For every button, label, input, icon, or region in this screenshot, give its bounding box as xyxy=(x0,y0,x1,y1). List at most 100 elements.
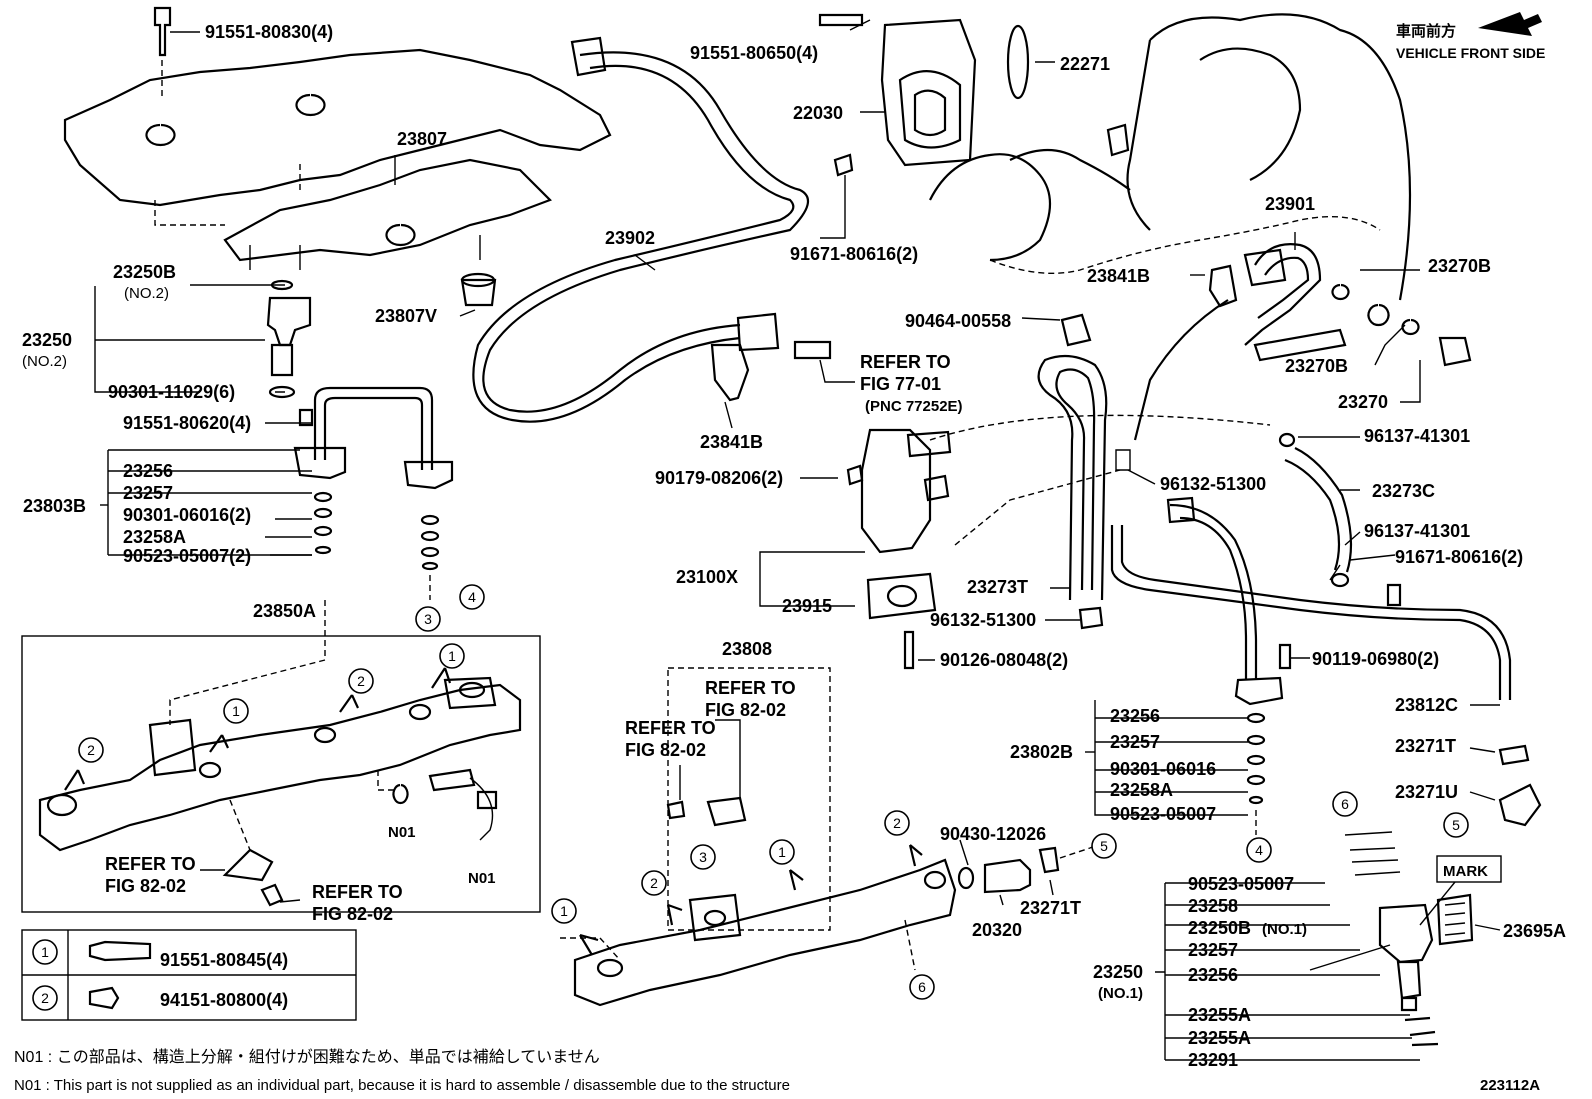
svg-text:3: 3 xyxy=(699,849,707,865)
callout-circles: 3 4 2 1 2 1 1 2 3 1 2 6 5 4 6 5 xyxy=(78,584,1469,1000)
svg-text:2: 2 xyxy=(893,815,901,831)
hose-23273C xyxy=(1278,432,1353,588)
label-n01-b: N01 xyxy=(468,870,496,887)
label-23841B-b: 23841B xyxy=(1087,266,1150,286)
svg-text:2: 2 xyxy=(87,742,95,758)
label-96137-41301-b: 96137-41301 xyxy=(1364,521,1470,541)
label-23257-c: 23257 xyxy=(1188,940,1238,960)
label-23850A: 23850A xyxy=(253,601,316,621)
footnotes: N01 : この部品は、構造上分解・組付けが困難なため、単品では補給していません… xyxy=(14,1048,1540,1094)
label-23256-b: 23256 xyxy=(1110,706,1160,726)
label-23257: 23257 xyxy=(123,483,173,503)
part-labels: 91551-80830(4) 23807 23250B (NO.2) 23250… xyxy=(22,22,1566,1070)
label-refer-to-a: REFER TO xyxy=(860,352,951,372)
label-91551-80650: 91551-80650(4) xyxy=(690,43,818,63)
label-91551-80830: 91551-80830(4) xyxy=(205,22,333,42)
label-90301-11029: 90301-11029(6) xyxy=(108,382,235,402)
label-refer-to-b: REFER TO xyxy=(705,678,796,698)
callout-1 xyxy=(551,898,577,924)
svg-text:1: 1 xyxy=(778,844,786,860)
label-23901: 23901 xyxy=(1265,194,1315,214)
callout-3 xyxy=(690,844,716,870)
svg-text:6: 6 xyxy=(1341,796,1349,812)
vsv-23100X xyxy=(710,343,952,670)
label-90301-06016: 90301-06016(2) xyxy=(123,505,251,525)
label-90523-05007-b: 90523-05007 xyxy=(1110,804,1216,824)
label-23258: 23258 xyxy=(1188,896,1238,916)
label-23270B-b: 23270B xyxy=(1285,356,1348,376)
label-23258A: 23258A xyxy=(123,527,186,547)
label-refer-to-d: REFER TO xyxy=(105,854,196,874)
figure-id: 223112A xyxy=(1480,1077,1540,1094)
label-90430-12026: 90430-12026 xyxy=(940,824,1046,844)
throttle-body-22030 xyxy=(818,13,1030,177)
callout-6 xyxy=(909,974,935,1000)
label-23802B: 23802B xyxy=(1010,742,1073,762)
label-fig-82-02-c: FIG 82-02 xyxy=(625,740,706,760)
callout-2 xyxy=(884,810,910,836)
svg-text:1: 1 xyxy=(448,648,456,664)
callout-5 xyxy=(1091,833,1117,859)
callout-2 xyxy=(641,870,667,896)
label-90126-08048: 90126-08048(2) xyxy=(940,650,1068,670)
callout-5 xyxy=(1443,812,1469,838)
label-91671-80616: 91671-80616(2) xyxy=(790,244,918,264)
legend-part-1: 91551-80845(4) xyxy=(160,950,288,970)
label-23812C: 23812C xyxy=(1395,695,1458,715)
label-91671-80616-b: 91671-80616(2) xyxy=(1395,547,1523,567)
note-jp: N01 : この部品は、構造上分解・組付けが困難なため、単品では補給していません xyxy=(14,1048,600,1066)
legend-num-2: 2 xyxy=(41,990,49,1006)
svg-text:2: 2 xyxy=(650,875,658,891)
callout-3 xyxy=(415,606,441,632)
label-91551-80620: 91551-80620(4) xyxy=(123,413,251,433)
label-23291: 23291 xyxy=(1188,1050,1238,1070)
hose-23273T xyxy=(1037,313,1108,630)
label-23257-b: 23257 xyxy=(1110,732,1160,752)
callout-4 xyxy=(1246,837,1272,863)
label-23271T-b: 23271T xyxy=(1020,898,1081,918)
label-fig-82-02-d: FIG 82-02 xyxy=(105,876,186,896)
svg-text:6: 6 xyxy=(918,979,926,995)
label-23255A-b: 23255A xyxy=(1188,1028,1251,1048)
svg-text:5: 5 xyxy=(1452,817,1460,833)
upper-cover-group xyxy=(63,6,612,307)
label-96132-51300-b: 96132-51300 xyxy=(930,610,1036,630)
callout-2 xyxy=(78,737,104,763)
label-refer-to-c: REFER TO xyxy=(625,718,716,738)
label-23270B-a: 23270B xyxy=(1428,256,1491,276)
label-22271: 22271 xyxy=(1060,54,1110,74)
legend-num-1: 1 xyxy=(41,944,49,960)
hose-23902 xyxy=(472,36,832,423)
label-23273T: 23273T xyxy=(967,577,1028,597)
vehicle-front-indicator: 車両前方 VEHICLE FRONT SIDE xyxy=(1396,12,1545,61)
label-23902: 23902 xyxy=(605,228,655,248)
label-90523-05007-c: 90523-05007 xyxy=(1188,874,1294,894)
front-label-jp: 車両前方 xyxy=(1396,22,1456,40)
label-23100X: 23100X xyxy=(676,567,738,587)
label-refer-to-e: REFER TO xyxy=(312,882,403,902)
label-23255A-a: 23255A xyxy=(1188,1005,1251,1025)
label-23271U: 23271U xyxy=(1395,782,1458,802)
label-23273C: 23273C xyxy=(1372,481,1435,501)
fuel-pipe-left xyxy=(293,386,454,600)
label-n01-a: N01 xyxy=(388,824,416,841)
legend-part-2: 94151-80800(4) xyxy=(160,990,288,1010)
label-no2: (NO.2) xyxy=(124,285,169,302)
label-23250-b: 23250 xyxy=(1093,962,1143,982)
callout-4 xyxy=(459,584,485,610)
label-no1-a: (NO.1) xyxy=(1262,921,1307,938)
label-96137-41301-a: 96137-41301 xyxy=(1364,426,1470,446)
label-no2-b: (NO.2) xyxy=(22,353,67,370)
label-23807V: 23807V xyxy=(375,306,437,326)
label-23250B: 23250B xyxy=(113,262,176,282)
label-23841B-a: 23841B xyxy=(700,432,763,452)
label-pnc-77252e: (PNC 77252E) xyxy=(865,398,963,415)
callout-6 xyxy=(1332,791,1358,817)
label-23250B-b: 23250B xyxy=(1188,918,1251,938)
label-no1-b: (NO.1) xyxy=(1098,985,1143,1002)
note-en: N01 : This part is not supplied as an in… xyxy=(14,1077,790,1094)
label-96132-51300-a: 96132-51300 xyxy=(1160,474,1266,494)
label-23258A-b: 23258A xyxy=(1110,780,1173,800)
